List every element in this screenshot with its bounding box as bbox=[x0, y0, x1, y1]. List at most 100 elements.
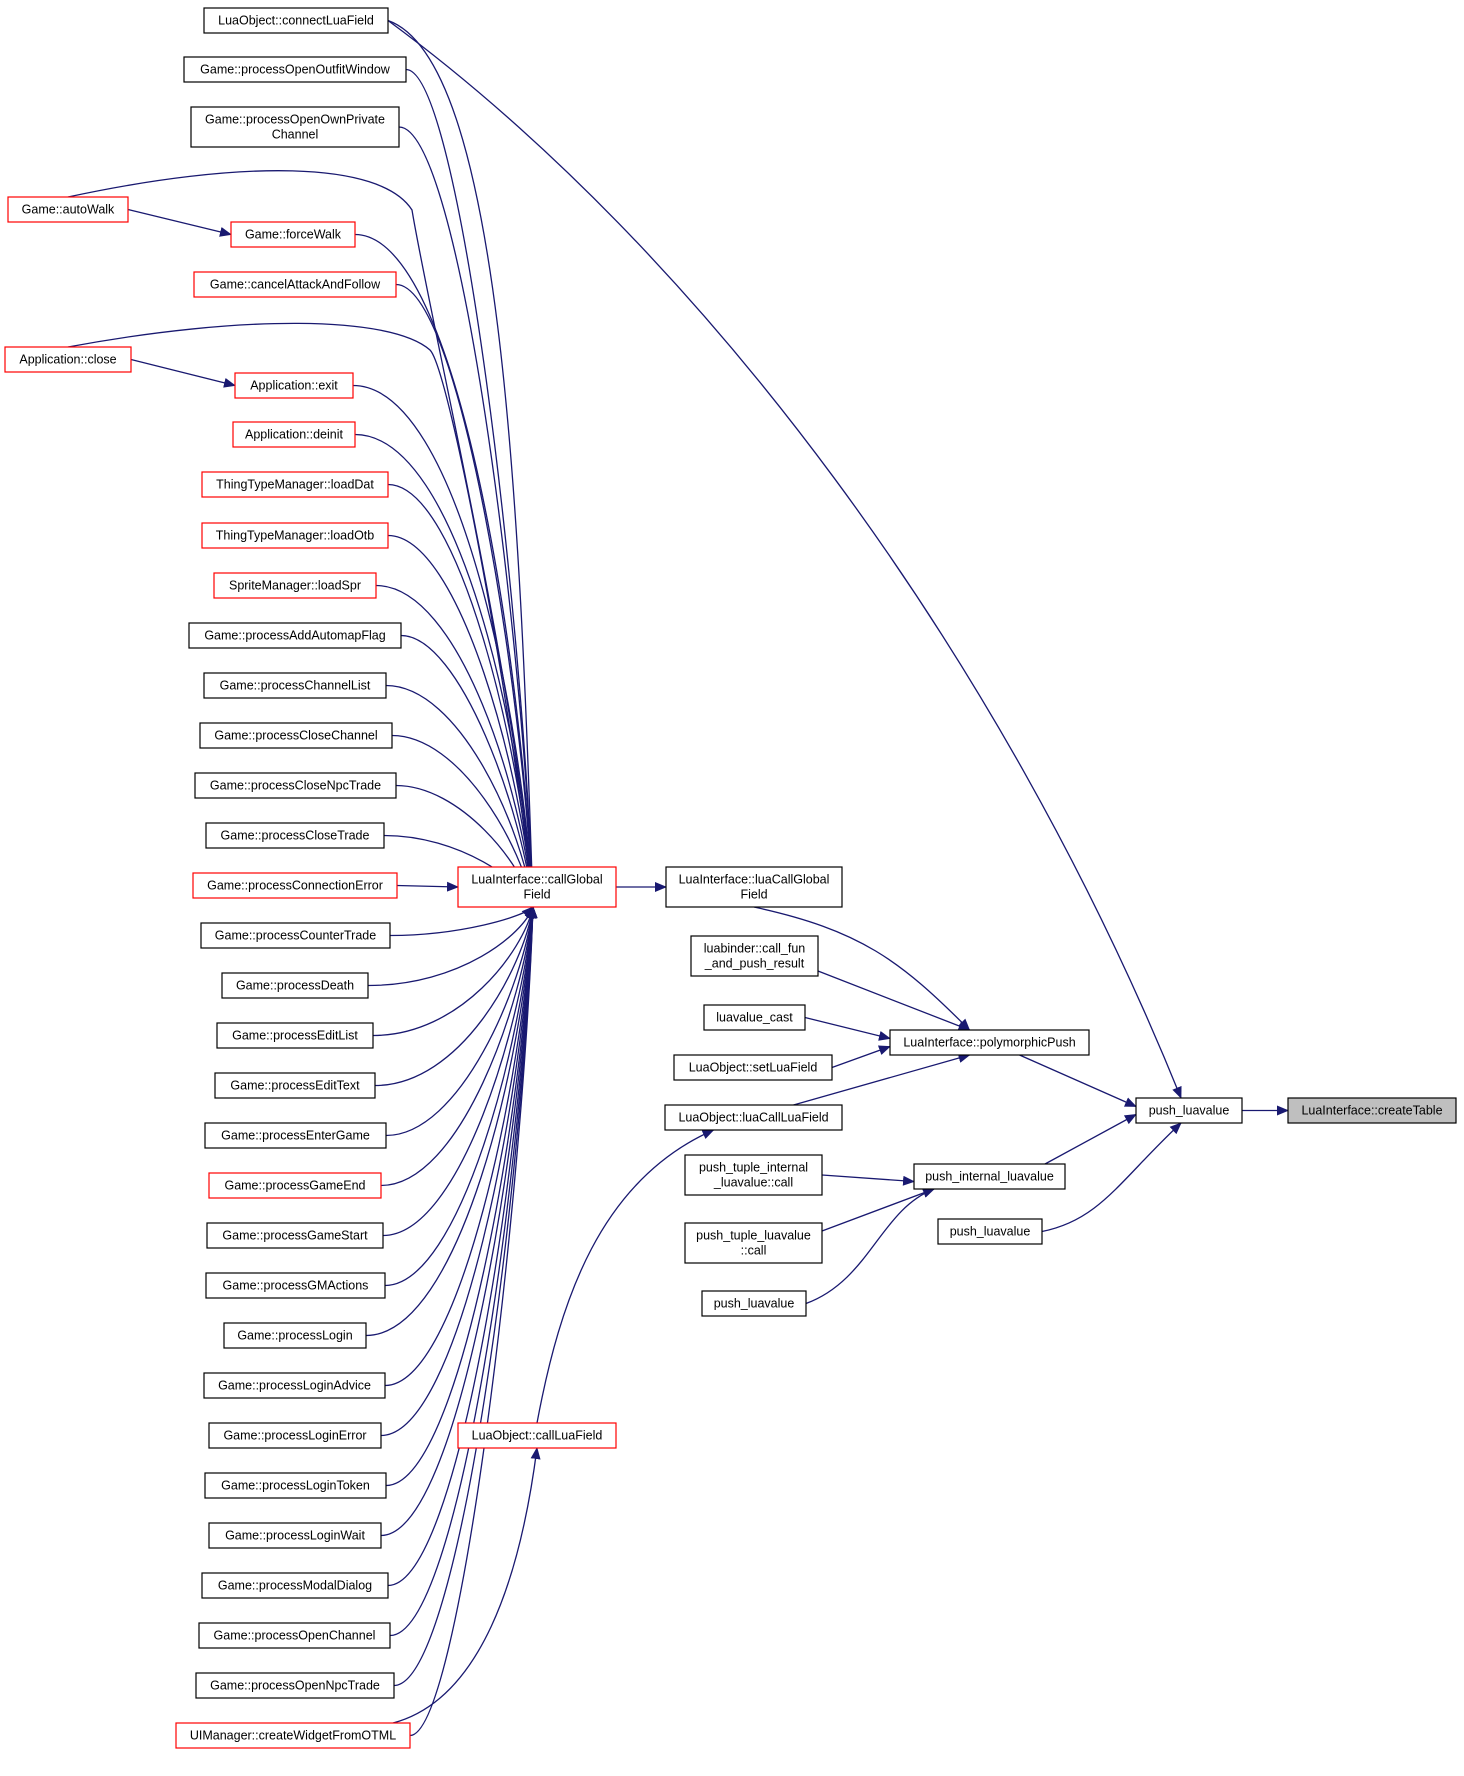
node-label: LuaInterface::luaCallGlobal bbox=[679, 873, 830, 887]
edge-processConnectionError-to-callGlobalField bbox=[396, 881, 459, 892]
node-processLoginToken[interactable]: Game::processLoginToken bbox=[204, 1472, 387, 1499]
edge-connectLuaField-to-callGlobalField bbox=[387, 19, 538, 908]
node-loadSpr[interactable]: SpriteManager::loadSpr bbox=[213, 572, 377, 599]
node-pushLuavalueLeft[interactable]: push_luavalue bbox=[701, 1290, 807, 1317]
node-processGameStart[interactable]: Game::processGameStart bbox=[206, 1222, 384, 1249]
node-processLogin[interactable]: Game::processLogin bbox=[223, 1322, 367, 1349]
node-processEnterGame[interactable]: Game::processEnterGame bbox=[204, 1122, 387, 1149]
node-label: LuaInterface::createTable bbox=[1301, 1104, 1442, 1118]
node-label: luabinder::call_fun bbox=[704, 942, 806, 956]
node-label: Game::processCloseChannel bbox=[214, 729, 377, 743]
node-box bbox=[223, 1322, 367, 1349]
node-loadDat[interactable]: ThingTypeManager::loadDat bbox=[201, 471, 389, 498]
node-processLoginWait[interactable]: Game::processLoginWait bbox=[208, 1522, 382, 1549]
node-processLoginAdvice[interactable]: Game::processLoginAdvice bbox=[203, 1372, 386, 1399]
node-processLoginError[interactable]: Game::processLoginError bbox=[208, 1422, 382, 1449]
node-box bbox=[673, 1054, 833, 1081]
node-box bbox=[203, 7, 389, 34]
node-processEditList[interactable]: Game::processEditList bbox=[216, 1022, 374, 1049]
node-box bbox=[230, 221, 356, 248]
edge-createWidgetFromOTML-to-callLuaField bbox=[392, 1447, 541, 1724]
node-box bbox=[234, 372, 354, 399]
node-pushTupleInternalCall[interactable]: push_tuple_internal_luavalue::call bbox=[684, 1154, 823, 1196]
node-callLuaField[interactable]: LuaObject::callLuaField bbox=[457, 1422, 617, 1449]
node-appExit[interactable]: Application::exit bbox=[234, 372, 354, 399]
edge-appClose-to-appExit bbox=[130, 358, 236, 388]
node-box bbox=[205, 822, 385, 849]
edge-processLoginError-to-callGlobalField bbox=[380, 906, 538, 1437]
node-label: ThingTypeManager::loadOtb bbox=[216, 529, 374, 543]
node-label: Game::processEditList bbox=[232, 1029, 358, 1043]
node-label: ThingTypeManager::loadDat bbox=[216, 478, 374, 492]
node-label: LuaInterface::callGlobal bbox=[471, 873, 602, 887]
node-processOpenOutfitWindow[interactable]: Game::processOpenOutfitWindow bbox=[183, 56, 407, 83]
node-processDeath[interactable]: Game::processDeath bbox=[221, 972, 369, 999]
node-label: Game::processGameEnd bbox=[224, 1179, 365, 1193]
node-pushInternalLuavalue[interactable]: push_internal_luavalue bbox=[913, 1163, 1066, 1190]
node-label: _and_push_result bbox=[704, 957, 805, 971]
node-label: Application::close bbox=[19, 353, 116, 367]
edge-pushLuavalueLeft-to-pushInternalLuavalue bbox=[805, 1188, 935, 1305]
node-polymorphicPush[interactable]: LuaInterface::polymorphicPush bbox=[889, 1029, 1090, 1056]
node-label: Game::processChannelList bbox=[220, 679, 371, 693]
node-box bbox=[457, 866, 617, 908]
edge-appClose-to-callGlobalField bbox=[67, 322, 537, 908]
node-label: LuaObject::setLuaField bbox=[689, 1061, 818, 1075]
node-box bbox=[206, 1222, 384, 1249]
node-loadOtb[interactable]: ThingTypeManager::loadOtb bbox=[201, 522, 389, 549]
node-setLuaField[interactable]: LuaObject::setLuaField bbox=[673, 1054, 833, 1081]
node-luavalueCast[interactable]: luavalue_cast bbox=[703, 1004, 806, 1031]
node-label: Application::exit bbox=[250, 379, 338, 393]
node-appClose[interactable]: Application::close bbox=[4, 346, 132, 373]
node-pushLuavalueMain[interactable]: push_luavalue bbox=[1135, 1097, 1243, 1124]
node-label: LuaObject::callLuaField bbox=[472, 1429, 603, 1443]
node-processCounterTrade[interactable]: Game::processCounterTrade bbox=[200, 922, 391, 949]
node-label: push_tuple_luavalue bbox=[696, 1229, 811, 1243]
node-box bbox=[203, 1372, 386, 1399]
node-processModalDialog[interactable]: Game::processModalDialog bbox=[201, 1572, 389, 1599]
node-processChannelList[interactable]: Game::processChannelList bbox=[203, 672, 387, 699]
node-box bbox=[192, 872, 398, 899]
node-processCloseNpcTrade[interactable]: Game::processCloseNpcTrade bbox=[194, 772, 397, 799]
edge-autoWalk-to-callGlobalField bbox=[67, 170, 538, 908]
node-createWidgetFromOTML[interactable]: UIManager::createWidgetFromOTML bbox=[175, 1722, 411, 1749]
node-processGameEnd[interactable]: Game::processGameEnd bbox=[208, 1172, 382, 1199]
node-processEditText[interactable]: Game::processEditText bbox=[214, 1072, 376, 1099]
node-label: SpriteManager::loadSpr bbox=[229, 579, 361, 593]
node-connectLuaField[interactable]: LuaObject::connectLuaField bbox=[203, 7, 389, 34]
node-processAddAutomapFlag[interactable]: Game::processAddAutomapFlag bbox=[188, 622, 402, 649]
node-pushLuavalueMid[interactable]: push_luavalue bbox=[937, 1218, 1043, 1245]
node-label: UIManager::createWidgetFromOTML bbox=[190, 1729, 396, 1743]
node-luaCallLuaField[interactable]: LuaObject::luaCallLuaField bbox=[664, 1104, 843, 1131]
node-forceWalk[interactable]: Game::forceWalk bbox=[230, 221, 356, 248]
edge-processAddAutomapFlag-to-callGlobalField bbox=[400, 634, 537, 908]
node-createTable[interactable]: LuaInterface::createTable bbox=[1287, 1097, 1457, 1124]
node-box bbox=[457, 1422, 617, 1449]
edge-processLoginToken-to-callGlobalField bbox=[385, 906, 538, 1487]
node-cancelAttackAndFollow[interactable]: Game::cancelAttackAndFollow bbox=[193, 271, 397, 298]
node-autoWalk[interactable]: Game::autoWalk bbox=[7, 196, 129, 223]
node-callFunAndPushResult[interactable]: luabinder::call_fun_and_push_result bbox=[690, 935, 819, 977]
node-processCloseTrade[interactable]: Game::processCloseTrade bbox=[205, 822, 385, 849]
node-label: _luavalue::call bbox=[713, 1176, 793, 1190]
node-box bbox=[183, 56, 407, 83]
node-label: LuaInterface::polymorphicPush bbox=[903, 1036, 1075, 1050]
node-label: LuaObject::connectLuaField bbox=[218, 14, 374, 28]
node-label: Game::processCloseNpcTrade bbox=[210, 779, 381, 793]
node-processCloseChannel[interactable]: Game::processCloseChannel bbox=[199, 722, 393, 749]
node-processOpenChannel[interactable]: Game::processOpenChannel bbox=[198, 1622, 391, 1649]
node-label: push_luavalue bbox=[714, 1297, 795, 1311]
node-box bbox=[190, 106, 400, 148]
node-box bbox=[214, 1072, 376, 1099]
edge-processLoginAdvice-to-callGlobalField bbox=[384, 906, 538, 1387]
node-processOpenNpcTrade[interactable]: Game::processOpenNpcTrade bbox=[195, 1672, 395, 1699]
node-appDeinit[interactable]: Application::deinit bbox=[232, 421, 356, 448]
edge-luaCallLuaField-to-polymorphicPush bbox=[793, 1053, 971, 1106]
node-pushTupleLuavalueCall[interactable]: push_tuple_luavalue::call bbox=[684, 1222, 823, 1264]
node-processGMActions[interactable]: Game::processGMActions bbox=[205, 1272, 386, 1299]
node-processConnectionError[interactable]: Game::processConnectionError bbox=[192, 872, 398, 899]
